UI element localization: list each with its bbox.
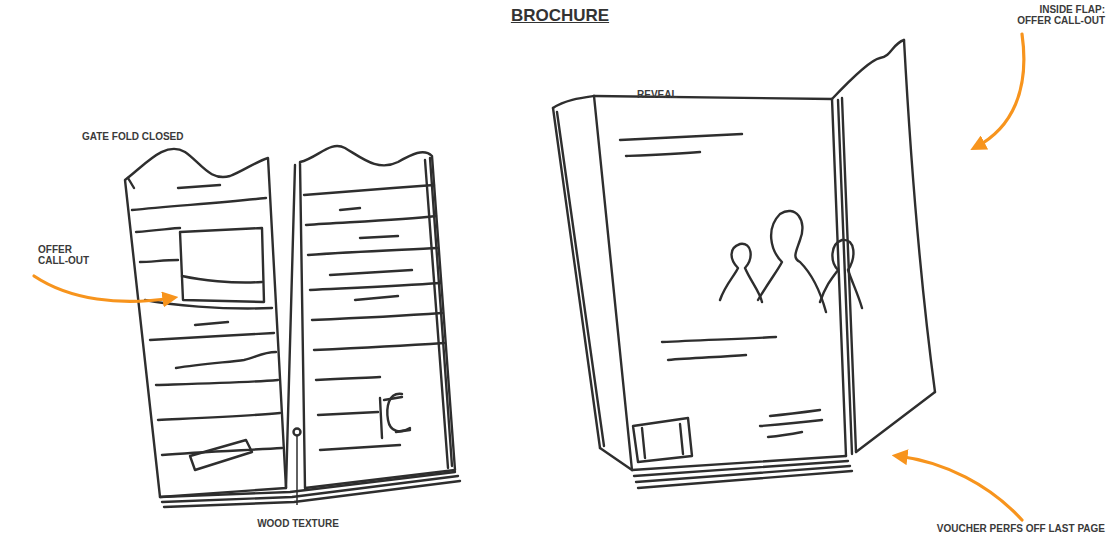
open-brochure (553, 40, 935, 488)
closed-brochure (125, 146, 460, 507)
callout-label: WOOD TEXTURE (228, 519, 368, 530)
callout-arrows (34, 34, 1024, 520)
callout-arrow (898, 456, 1022, 520)
view-label: GATE FOLD CLOSED (82, 132, 222, 143)
callout-label: INSIDE FLAP: OFFER CALL-OUT (1013, 5, 1105, 26)
view-label: REVEAL (637, 90, 717, 101)
page-title: BROCHURE (460, 7, 660, 25)
leader-line (296, 436, 298, 505)
callout-arrow (34, 276, 172, 301)
callout-label: OFFER CALL-OUT (38, 245, 100, 266)
callout-label: VOUCHER PERFS OFF LAST PAGE (915, 524, 1105, 535)
callout-arrow (976, 34, 1024, 147)
